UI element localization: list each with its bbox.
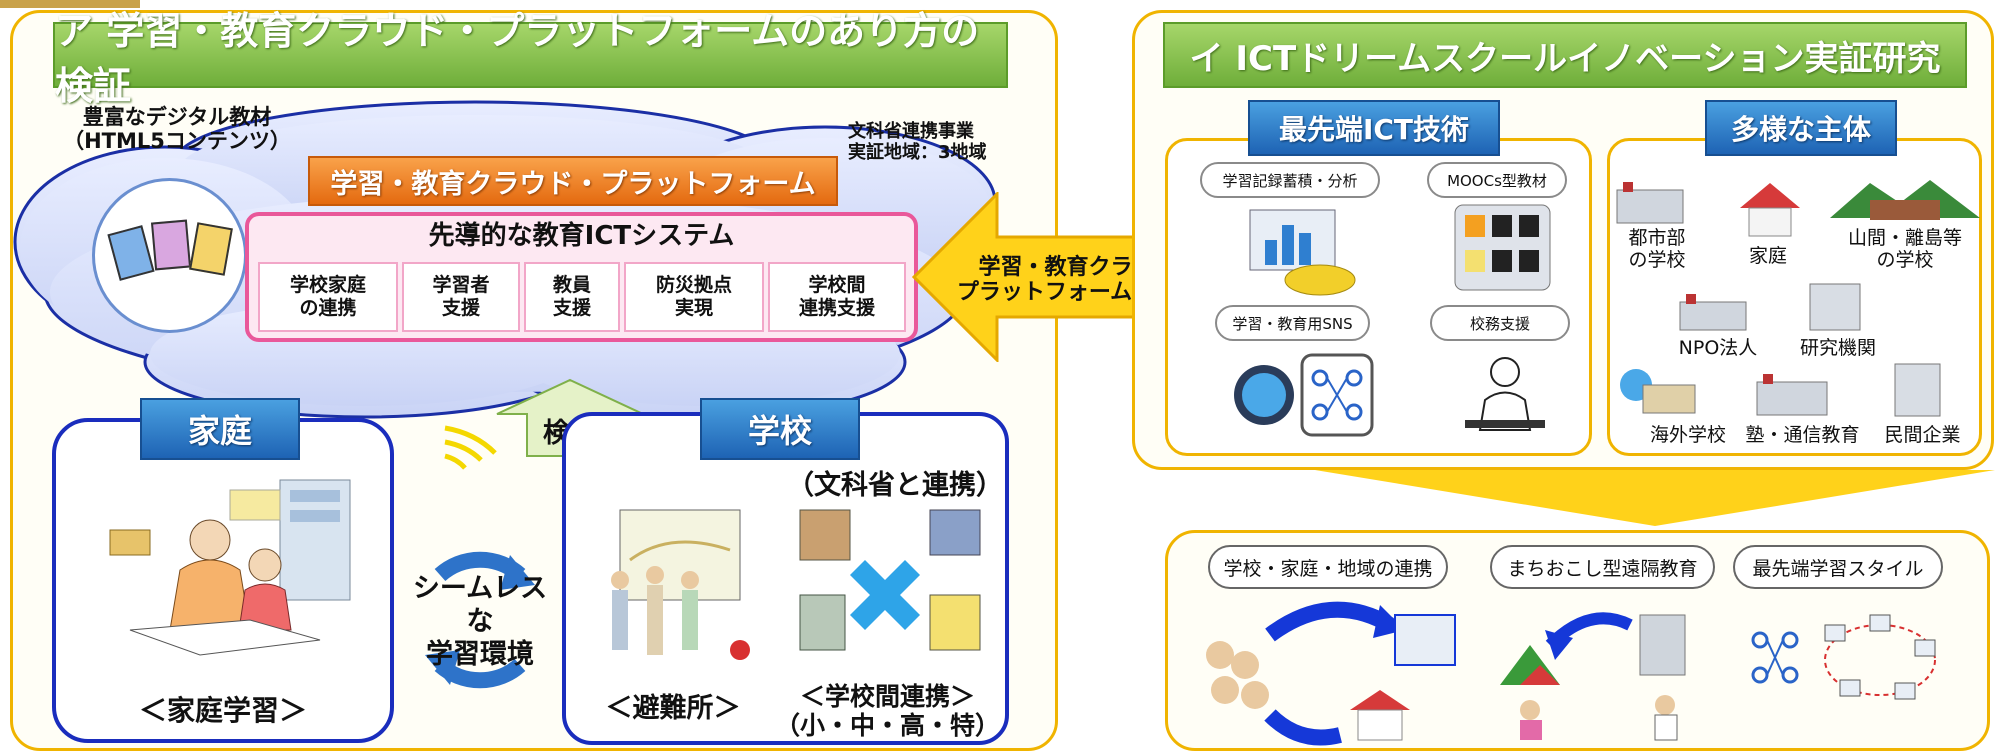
platform-label: 学習・教育クラウド・プラットフォーム xyxy=(308,156,838,206)
actor-city-school: 都市部 の学校 xyxy=(1628,227,1686,271)
tech-item-school-admin: 校務支援 xyxy=(1430,305,1570,341)
actor-research: 研究機関 xyxy=(1799,337,1876,359)
system-cell-learner: 学習者 支援 xyxy=(402,262,520,332)
actor-npo: NPO法人 xyxy=(1678,337,1758,359)
house-icon xyxy=(1740,183,1800,237)
overseas-school-icon xyxy=(1620,369,1696,414)
mext-project-text: 文科省連携事業 実証地域：3地域 xyxy=(848,121,987,163)
digital-materials-text: 豊富なデジタル教材 （HTML5コンテンツ） xyxy=(63,105,291,154)
tech-label: 最先端ICT技術 xyxy=(1248,100,1500,156)
moocs-materials-icon xyxy=(1454,204,1551,291)
rural-school-icon xyxy=(1830,180,1980,220)
npo-icon xyxy=(1679,294,1747,331)
research-institute-icon xyxy=(1809,283,1861,331)
actor-private-company: 民間企業 xyxy=(1884,424,1961,446)
shelter-illustration xyxy=(611,509,750,660)
left-title: ア 学習・教育クラウド・プラットフォームのあり方の検証 xyxy=(53,9,1008,108)
tech-item-moocs: MOOCs型教材 xyxy=(1427,162,1567,198)
remote-education-illustration xyxy=(1500,612,1686,741)
globe-network-icon xyxy=(1234,353,1374,437)
shelter-caption: ＜避難所＞ xyxy=(605,693,741,724)
system-cell-teacher: 教員 支援 xyxy=(524,262,620,332)
right-title: イ ICTドリームスクールイノベーション実証研究 xyxy=(1163,22,1967,88)
private-company-icon xyxy=(1894,363,1941,417)
school-network-illustration xyxy=(799,509,981,651)
actor-home: 家庭 xyxy=(1748,245,1787,267)
actor-overseas-school: 海外学校 xyxy=(1649,424,1726,446)
mext-collab-text: （文科省と連携） xyxy=(787,470,1003,501)
system-cell-disaster: 防災拠点 実現 xyxy=(624,262,764,332)
home-study-illustration xyxy=(109,479,351,656)
home-label: 家庭 xyxy=(140,398,300,460)
digital-materials-image xyxy=(92,178,247,333)
admin-worker-icon xyxy=(1465,357,1545,431)
ict-system-title: 先導的な教育ICTシステム xyxy=(428,221,735,251)
cram-school-icon xyxy=(1756,374,1828,416)
outcome-community-link: 学校・家庭・地域の連携 xyxy=(1208,545,1448,589)
seamless-text: シームレス な 学習環境 xyxy=(412,573,548,670)
outcome-advanced-learning: 最先端学習スタイル xyxy=(1733,545,1943,589)
wireless-signal-icon xyxy=(444,425,497,470)
tech-item-sns: 学習・教育用SNS xyxy=(1215,305,1370,341)
school-link-caption: ＜学校間連携＞ （小・中・高・特） xyxy=(774,682,1000,740)
analytics-chart-icon xyxy=(1249,209,1356,296)
community-link-illustration xyxy=(1206,601,1456,746)
tech-item-learning-records: 学習記録蓄積・分析 xyxy=(1200,162,1380,198)
actors-label: 多様な主体 xyxy=(1705,100,1897,156)
actor-cram-school: 塾・通信教育 xyxy=(1745,424,1860,446)
actor-rural-school: 山間・離島等 の学校 xyxy=(1847,227,1962,271)
corner-tab xyxy=(0,0,140,8)
home-caption: ＜家庭学習＞ xyxy=(138,694,307,727)
advanced-learning-illustration xyxy=(1751,614,1936,700)
outcome-remote-education: まちおこし型遠隔教育 xyxy=(1490,545,1715,589)
city-school-icon xyxy=(1616,182,1684,224)
school-label: 学校 xyxy=(700,398,860,460)
system-cell-home-link: 学校家庭 の連携 xyxy=(258,262,398,332)
seamless-cycle-arrows xyxy=(425,551,535,689)
down-chevron-arrow xyxy=(1315,470,1995,526)
system-cell-interschool: 学校間 連携支援 xyxy=(768,262,906,332)
